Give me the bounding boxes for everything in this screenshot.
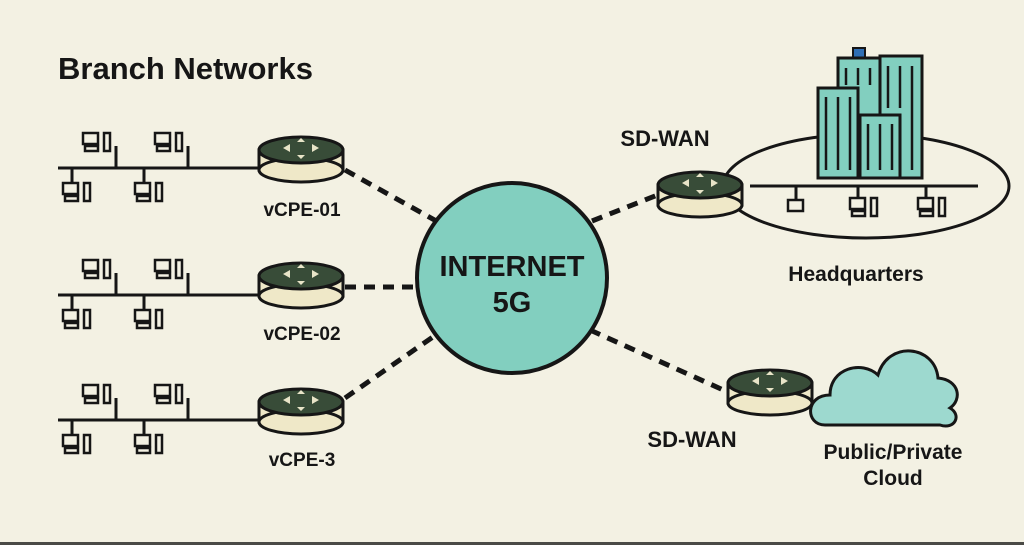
- sdwan-label-bottom: SD-WAN: [647, 427, 736, 452]
- headquarters-site: SD-WAN Headquarters: [620, 47, 1011, 286]
- link-vcpe3-internet: [343, 329, 442, 401]
- hub-label-line1: INTERNET: [440, 251, 585, 283]
- diagram-title: Branch Networks: [58, 51, 313, 86]
- cpe-label-1: vCPE-01: [263, 200, 341, 221]
- link-internet-hq: [591, 191, 661, 224]
- branch-network-2: vCPE-02: [58, 260, 345, 345]
- cloud-icon: [809, 349, 959, 428]
- headquarters-label: Headquarters: [788, 263, 923, 286]
- sdwan-label-top: SD-WAN: [620, 126, 709, 151]
- router-icon: [656, 170, 744, 219]
- router-icon: [257, 261, 345, 310]
- link-vcpe01-internet: [343, 167, 440, 225]
- computer-icon: [786, 198, 805, 213]
- cloud-label-line2: Cloud: [863, 467, 922, 490]
- cloud-site: SD-WAN Public/Private Cloud: [647, 349, 963, 490]
- hub-label-line2: 5G: [493, 287, 532, 319]
- branch-network-1: vCPE-01: [58, 133, 345, 221]
- building-icon: [816, 47, 924, 180]
- connection-links: [343, 167, 732, 401]
- internet-hub: INTERNET 5G: [415, 181, 609, 375]
- router-icon: [257, 135, 345, 184]
- branch-network-3: vCPE-3: [58, 385, 345, 471]
- router-icon: [726, 368, 814, 417]
- internet-circle: [415, 181, 609, 375]
- cloud-label-line1: Public/Private: [824, 441, 963, 464]
- cpe-label-2: vCPE-02: [263, 324, 340, 345]
- branch-lan-2: [58, 260, 264, 328]
- branch-lan-1: [58, 133, 264, 201]
- branch-lan-3: [58, 385, 264, 453]
- cpe-label-3: vCPE-3: [269, 450, 336, 471]
- link-internet-cloud: [588, 327, 732, 396]
- router-icon: [257, 387, 345, 436]
